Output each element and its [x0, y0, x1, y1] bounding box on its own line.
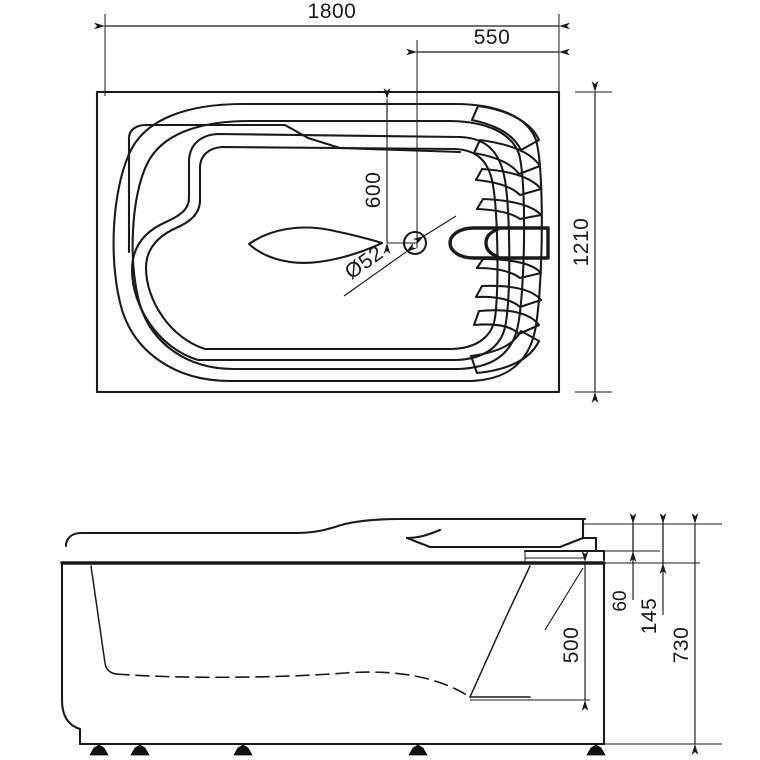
plan-fan-segment-4 [475, 197, 543, 221]
plan-drain-circle [402, 230, 428, 256]
plan-spout-body [448, 226, 550, 260]
plan-basin-outer [130, 132, 511, 362]
elevation-ledge-left-taper [405, 528, 442, 540]
foot-5 [586, 744, 606, 756]
elevation-feet [89, 744, 606, 756]
plan-fan-segment-1 [470, 104, 541, 152]
plan-outer-boundary [95, 90, 561, 394]
dimension-interior-depth: 500 [525, 551, 589, 711]
plan-shelf-top-edge [127, 123, 462, 154]
plan-spout-inner-tube [484, 227, 500, 259]
elevation-body-outline [60, 561, 606, 746]
plan-fan-segments [469, 104, 543, 375]
dimension-label-550: 550 [474, 26, 511, 49]
plan-fan-segment-6 [474, 284, 543, 309]
plan-tub-rim-contour [131, 119, 526, 371]
dimension-label-1800: 1800 [308, 0, 357, 23]
elevation-view: 60 145 500 730 [60, 513, 722, 756]
elevation-basin-right-slope [469, 565, 531, 698]
foot-1 [89, 744, 109, 756]
foot-2 [130, 744, 150, 756]
dimension-label-145: 145 [638, 598, 661, 635]
dimension-drain-diameter: Ø52 [341, 215, 457, 297]
plan-view: 1800 550 600 1210 [94, 0, 612, 403]
dimension-rim-lip: 60 [610, 513, 637, 612]
dimension-label-600: 600 [362, 172, 385, 209]
plan-fan-segment-7 [472, 309, 541, 336]
dimension-label-1210: 1210 [570, 218, 593, 267]
plan-leaf-detail [247, 226, 384, 264]
dimension-drain-offset-x: 550 [406, 26, 570, 56]
elevation-rim-notch [581, 536, 606, 562]
elevation-inner-chamfer-left [90, 565, 117, 675]
dimension-label-diameter-52: Ø52 [341, 241, 388, 283]
dimension-label-60: 60 [610, 590, 631, 611]
dimension-label-500: 500 [560, 627, 583, 664]
dimension-overall-width: 1800 [94, 0, 570, 30]
elevation-extension-lines [470, 523, 722, 745]
dimension-rim-thickness: 145 [638, 513, 667, 635]
plan-fan-segment-3 [474, 167, 543, 197]
plan-fan-segment-2 [472, 138, 542, 176]
foot-3 [233, 744, 253, 756]
plan-basin-inner [144, 145, 499, 351]
elevation-floor-hidden-line [115, 671, 471, 698]
elevation-ledge-lower [405, 536, 585, 549]
dimension-overall-height: 730 [670, 513, 699, 755]
dimension-label-730: 730 [670, 627, 693, 664]
foot-4 [408, 744, 428, 756]
dimension-overall-depth: 1210 [570, 81, 599, 403]
elevation-rim-top [64, 517, 587, 548]
plan-spout-assembly [448, 226, 550, 260]
plan-fan-segment-8 [469, 329, 541, 375]
